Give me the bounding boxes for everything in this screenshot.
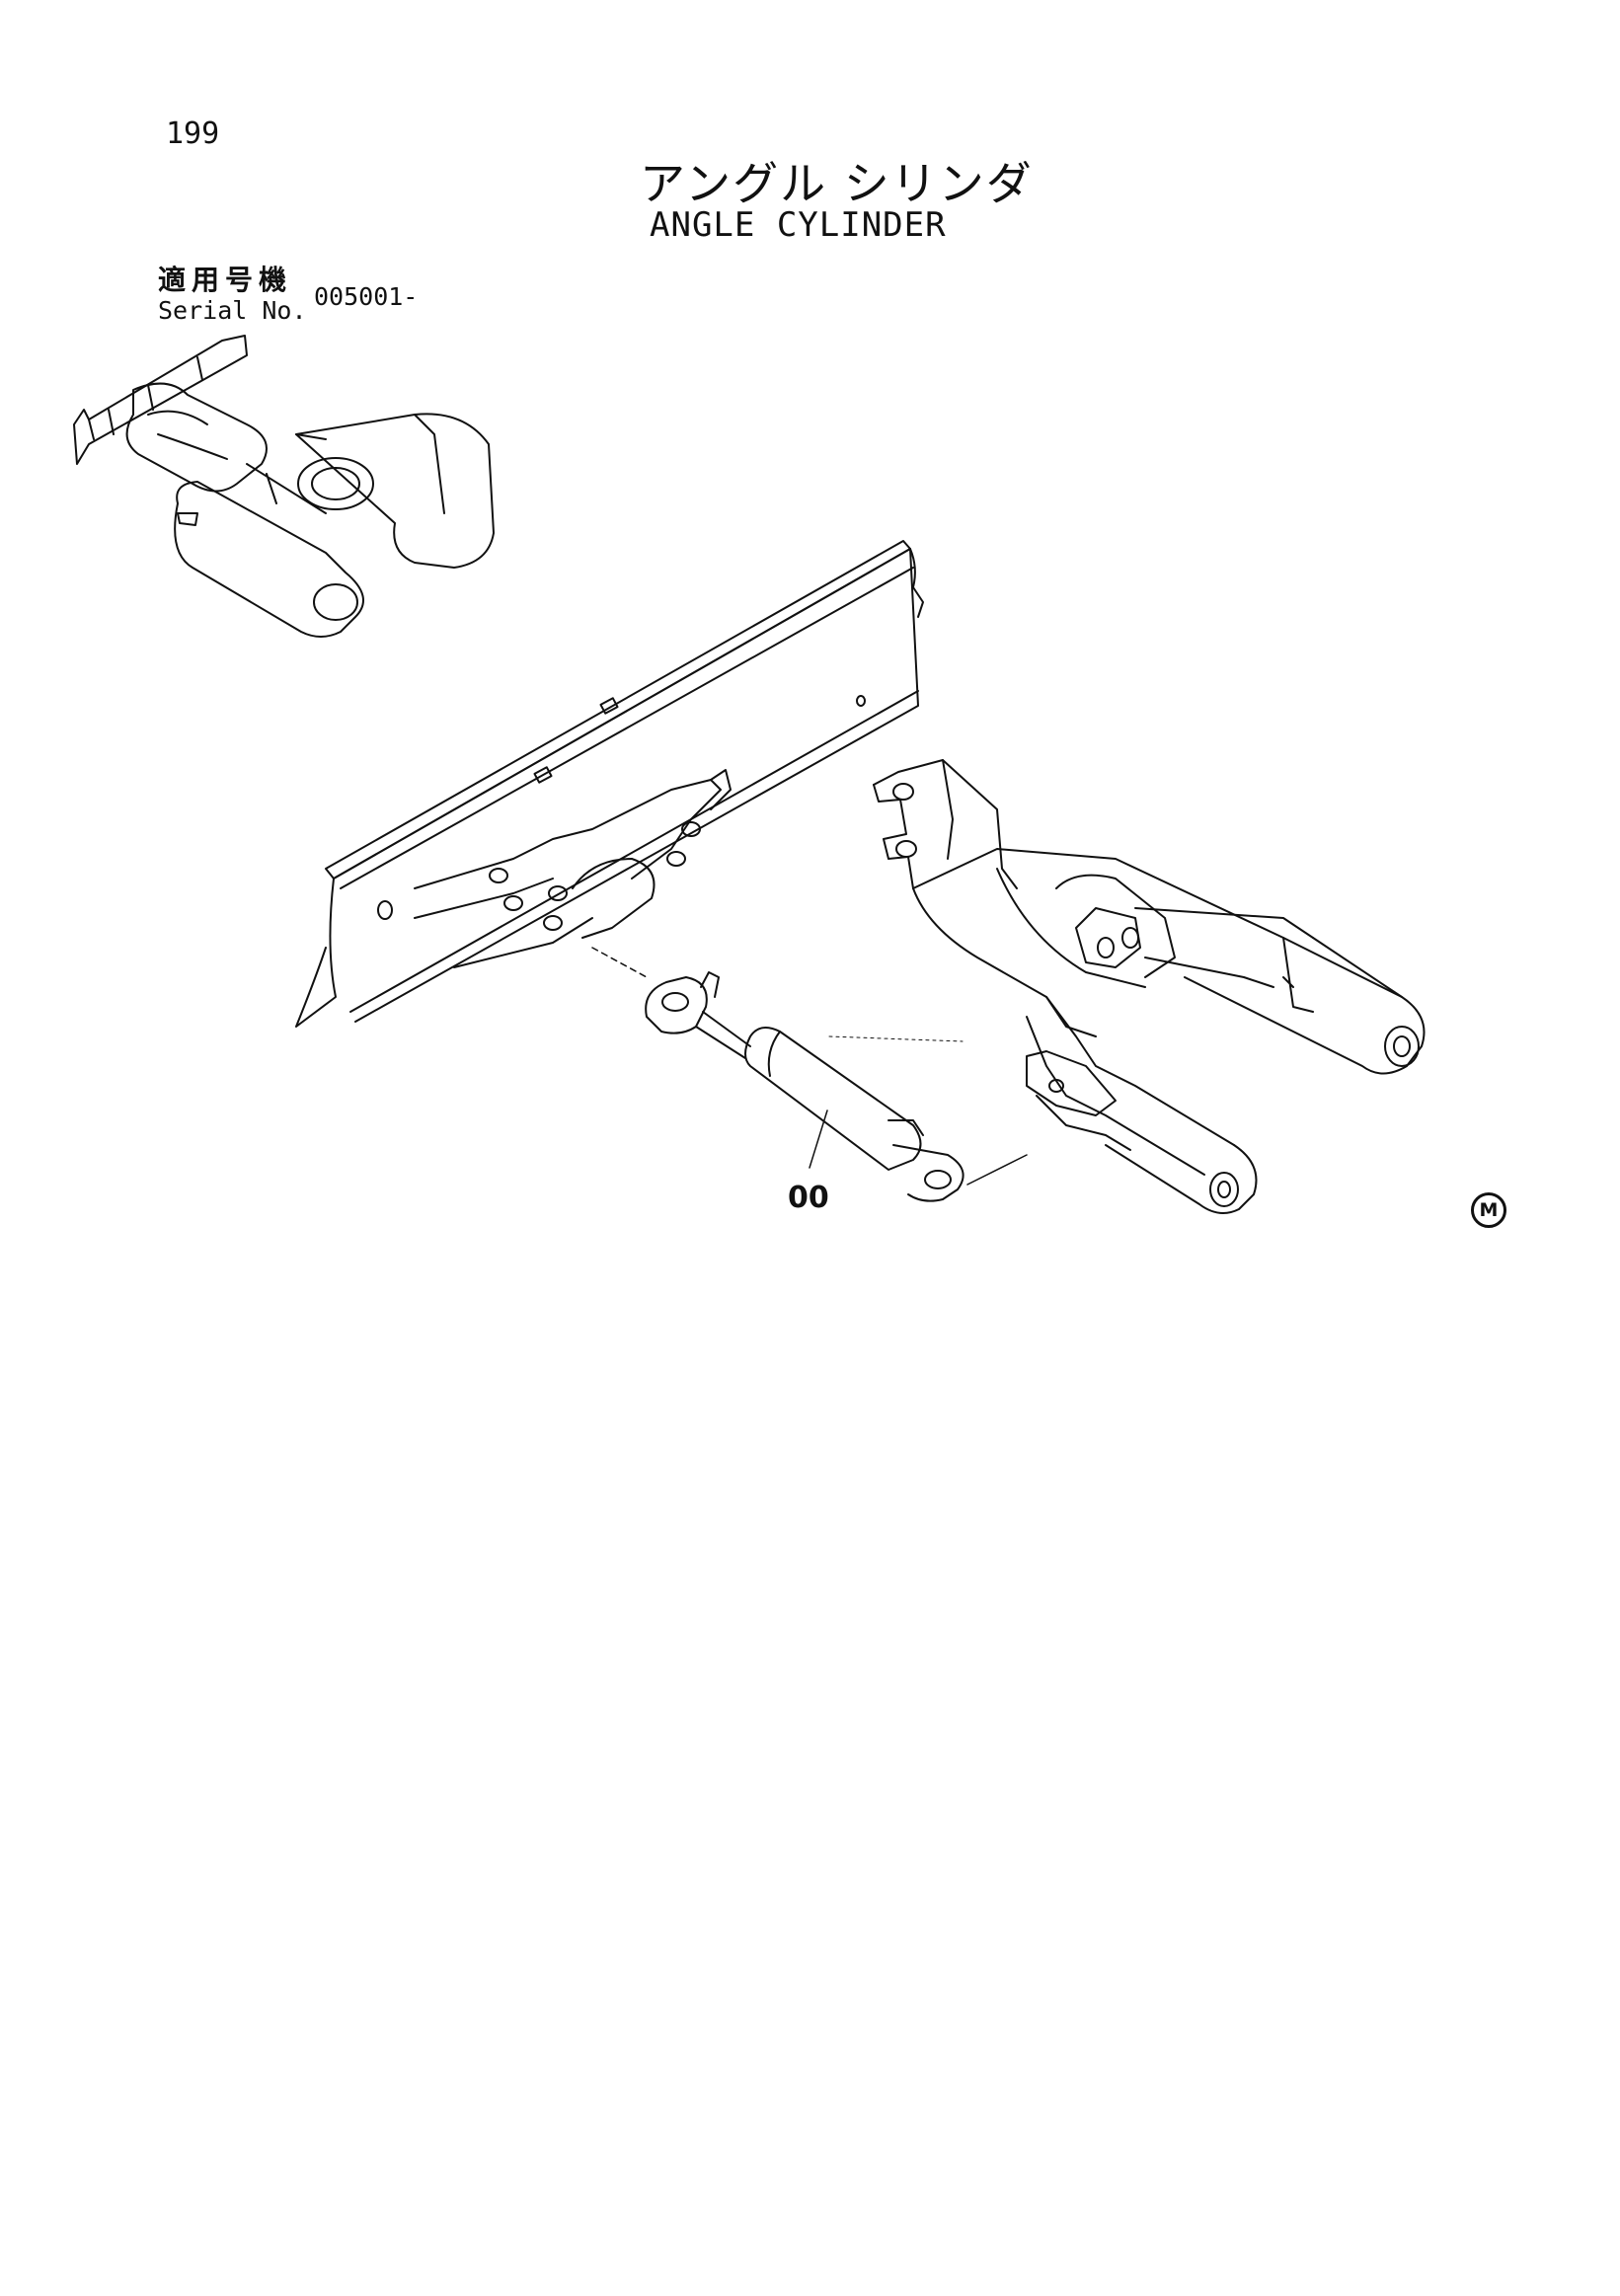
blade-frame-illustration	[874, 760, 1425, 1213]
dozer-blade-illustration	[296, 541, 923, 1027]
machine-overview-illustration	[74, 336, 494, 637]
angle-cylinder-illustration	[646, 972, 963, 1201]
page-number: 199	[166, 116, 220, 151]
page-title-japanese: アングル シリンダ	[640, 157, 1034, 210]
serial-number-value: 005001-	[314, 282, 419, 311]
leader-lines	[592, 948, 1027, 1185]
serial-label-english: Serial No.	[158, 296, 307, 325]
page-title-english: ANGLE CYLINDER	[650, 205, 947, 245]
part-callout-cylinder: 00	[788, 1181, 829, 1215]
model-mark-badge: M	[1471, 1192, 1506, 1228]
serial-label-japanese: 適用号機	[158, 264, 293, 296]
